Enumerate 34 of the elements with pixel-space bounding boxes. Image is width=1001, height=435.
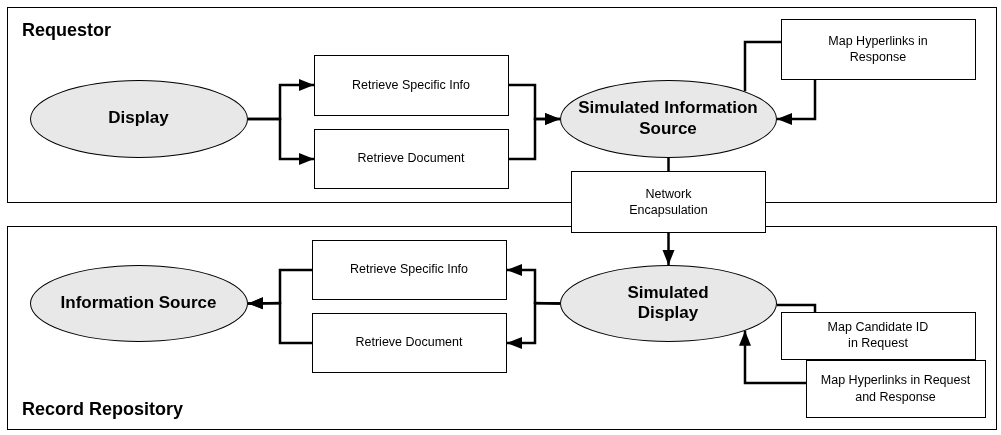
lane-heading: Requestor: [22, 20, 111, 41]
lane-heading: Record Repository: [22, 399, 184, 420]
arrow: [662, 233, 675, 265]
arrow: [509, 113, 560, 161]
node-label: Retrieve Document: [355, 334, 463, 351]
connector-line: [743, 40, 781, 92]
swimlane-panel: [7, 7, 997, 203]
node-label: Display: [108, 108, 169, 129]
process-box: [780, 18, 976, 80]
node-label: Map Candidate ID in Request: [826, 318, 930, 351]
process-box: [805, 359, 986, 418]
arrow: [507, 301, 561, 349]
connector-line: [776, 303, 817, 312]
arrow: [248, 117, 314, 165]
arrow: [777, 80, 817, 125]
process-box: [313, 128, 509, 189]
node-label: Retrieve Document: [357, 150, 465, 167]
arrow: [739, 330, 806, 385]
process-box: [311, 312, 507, 373]
node-label: Retrieve Specific Info: [351, 76, 471, 94]
swimlane-panel: [7, 226, 997, 430]
arrow: [247, 297, 312, 345]
process-box: [313, 54, 509, 116]
connector-line: [667, 158, 670, 171]
process-box: [780, 311, 976, 360]
node-label: Map Hyperlinks in Request and Response: [819, 372, 972, 405]
node-label: Map Hyperlinks in Response: [827, 32, 929, 66]
node-label: Information Source: [60, 292, 217, 314]
process-box: [571, 171, 766, 233]
process-box: [311, 239, 507, 300]
node-label: Simulated Information Source: [577, 98, 759, 139]
node-label: Network Encapsulation: [628, 185, 709, 219]
node-label: Simulated Display: [626, 282, 710, 324]
node-label: Retrieve Specific Info: [349, 261, 469, 278]
